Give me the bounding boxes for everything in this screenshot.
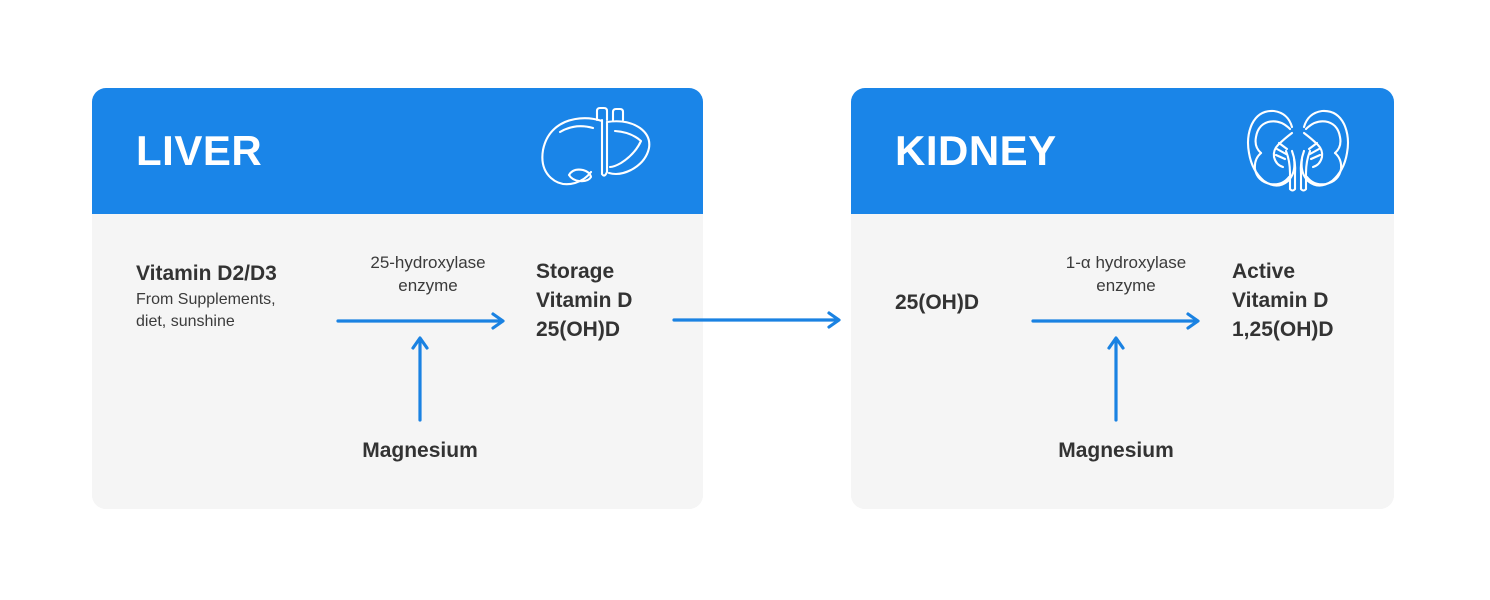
kidney-conversion-arrow [1031, 311, 1211, 336]
liver-output-label: Storage Vitamin D 25(OH)D [536, 260, 633, 341]
kidney-input-block: 25(OH)D [895, 289, 979, 318]
kidney-input-title: 25(OH)D [895, 291, 980, 314]
card-kidney-body: 25(OH)D 1-α hydroxylase enzyme Active Vi… [851, 214, 1394, 509]
kidney-cofactor-label: Magnesium [1058, 439, 1174, 462]
liver-icon [535, 106, 655, 197]
kidney-cofactor-arrow [1106, 332, 1126, 427]
card-liver-header: LIVER [92, 88, 703, 214]
card-liver-body: Vitamin D2/D3 From Supplements, diet, su… [92, 214, 703, 509]
kidney-enzyme-label: 1-α hydroxylase enzyme [1065, 253, 1187, 295]
card-kidney-title: KIDNEY [895, 127, 1057, 174]
liver-cofactor-arrow [410, 332, 430, 427]
liver-input-block: Vitamin D2/D3 From Supplements, diet, su… [136, 260, 277, 333]
liver-cofactor-label: Magnesium [362, 439, 478, 462]
kidney-icon [1246, 105, 1350, 198]
kidney-output-label: Active Vitamin D 1,25(OH)D [1232, 260, 1334, 341]
liver-input-title: Vitamin D2/D3 [136, 262, 277, 285]
liver-input-subtitle: From Supplements, diet, sunshine [136, 290, 276, 331]
liver-to-kidney-arrow [672, 310, 852, 335]
card-liver: LIVER [92, 88, 703, 509]
card-kidney: KIDNEY [851, 88, 1394, 509]
liver-enzyme-label: 25-hydroxylase enzyme [370, 253, 486, 295]
liver-conversion-arrow [336, 311, 516, 336]
card-kidney-header: KIDNEY [851, 88, 1394, 214]
card-liver-title: LIVER [136, 127, 263, 174]
